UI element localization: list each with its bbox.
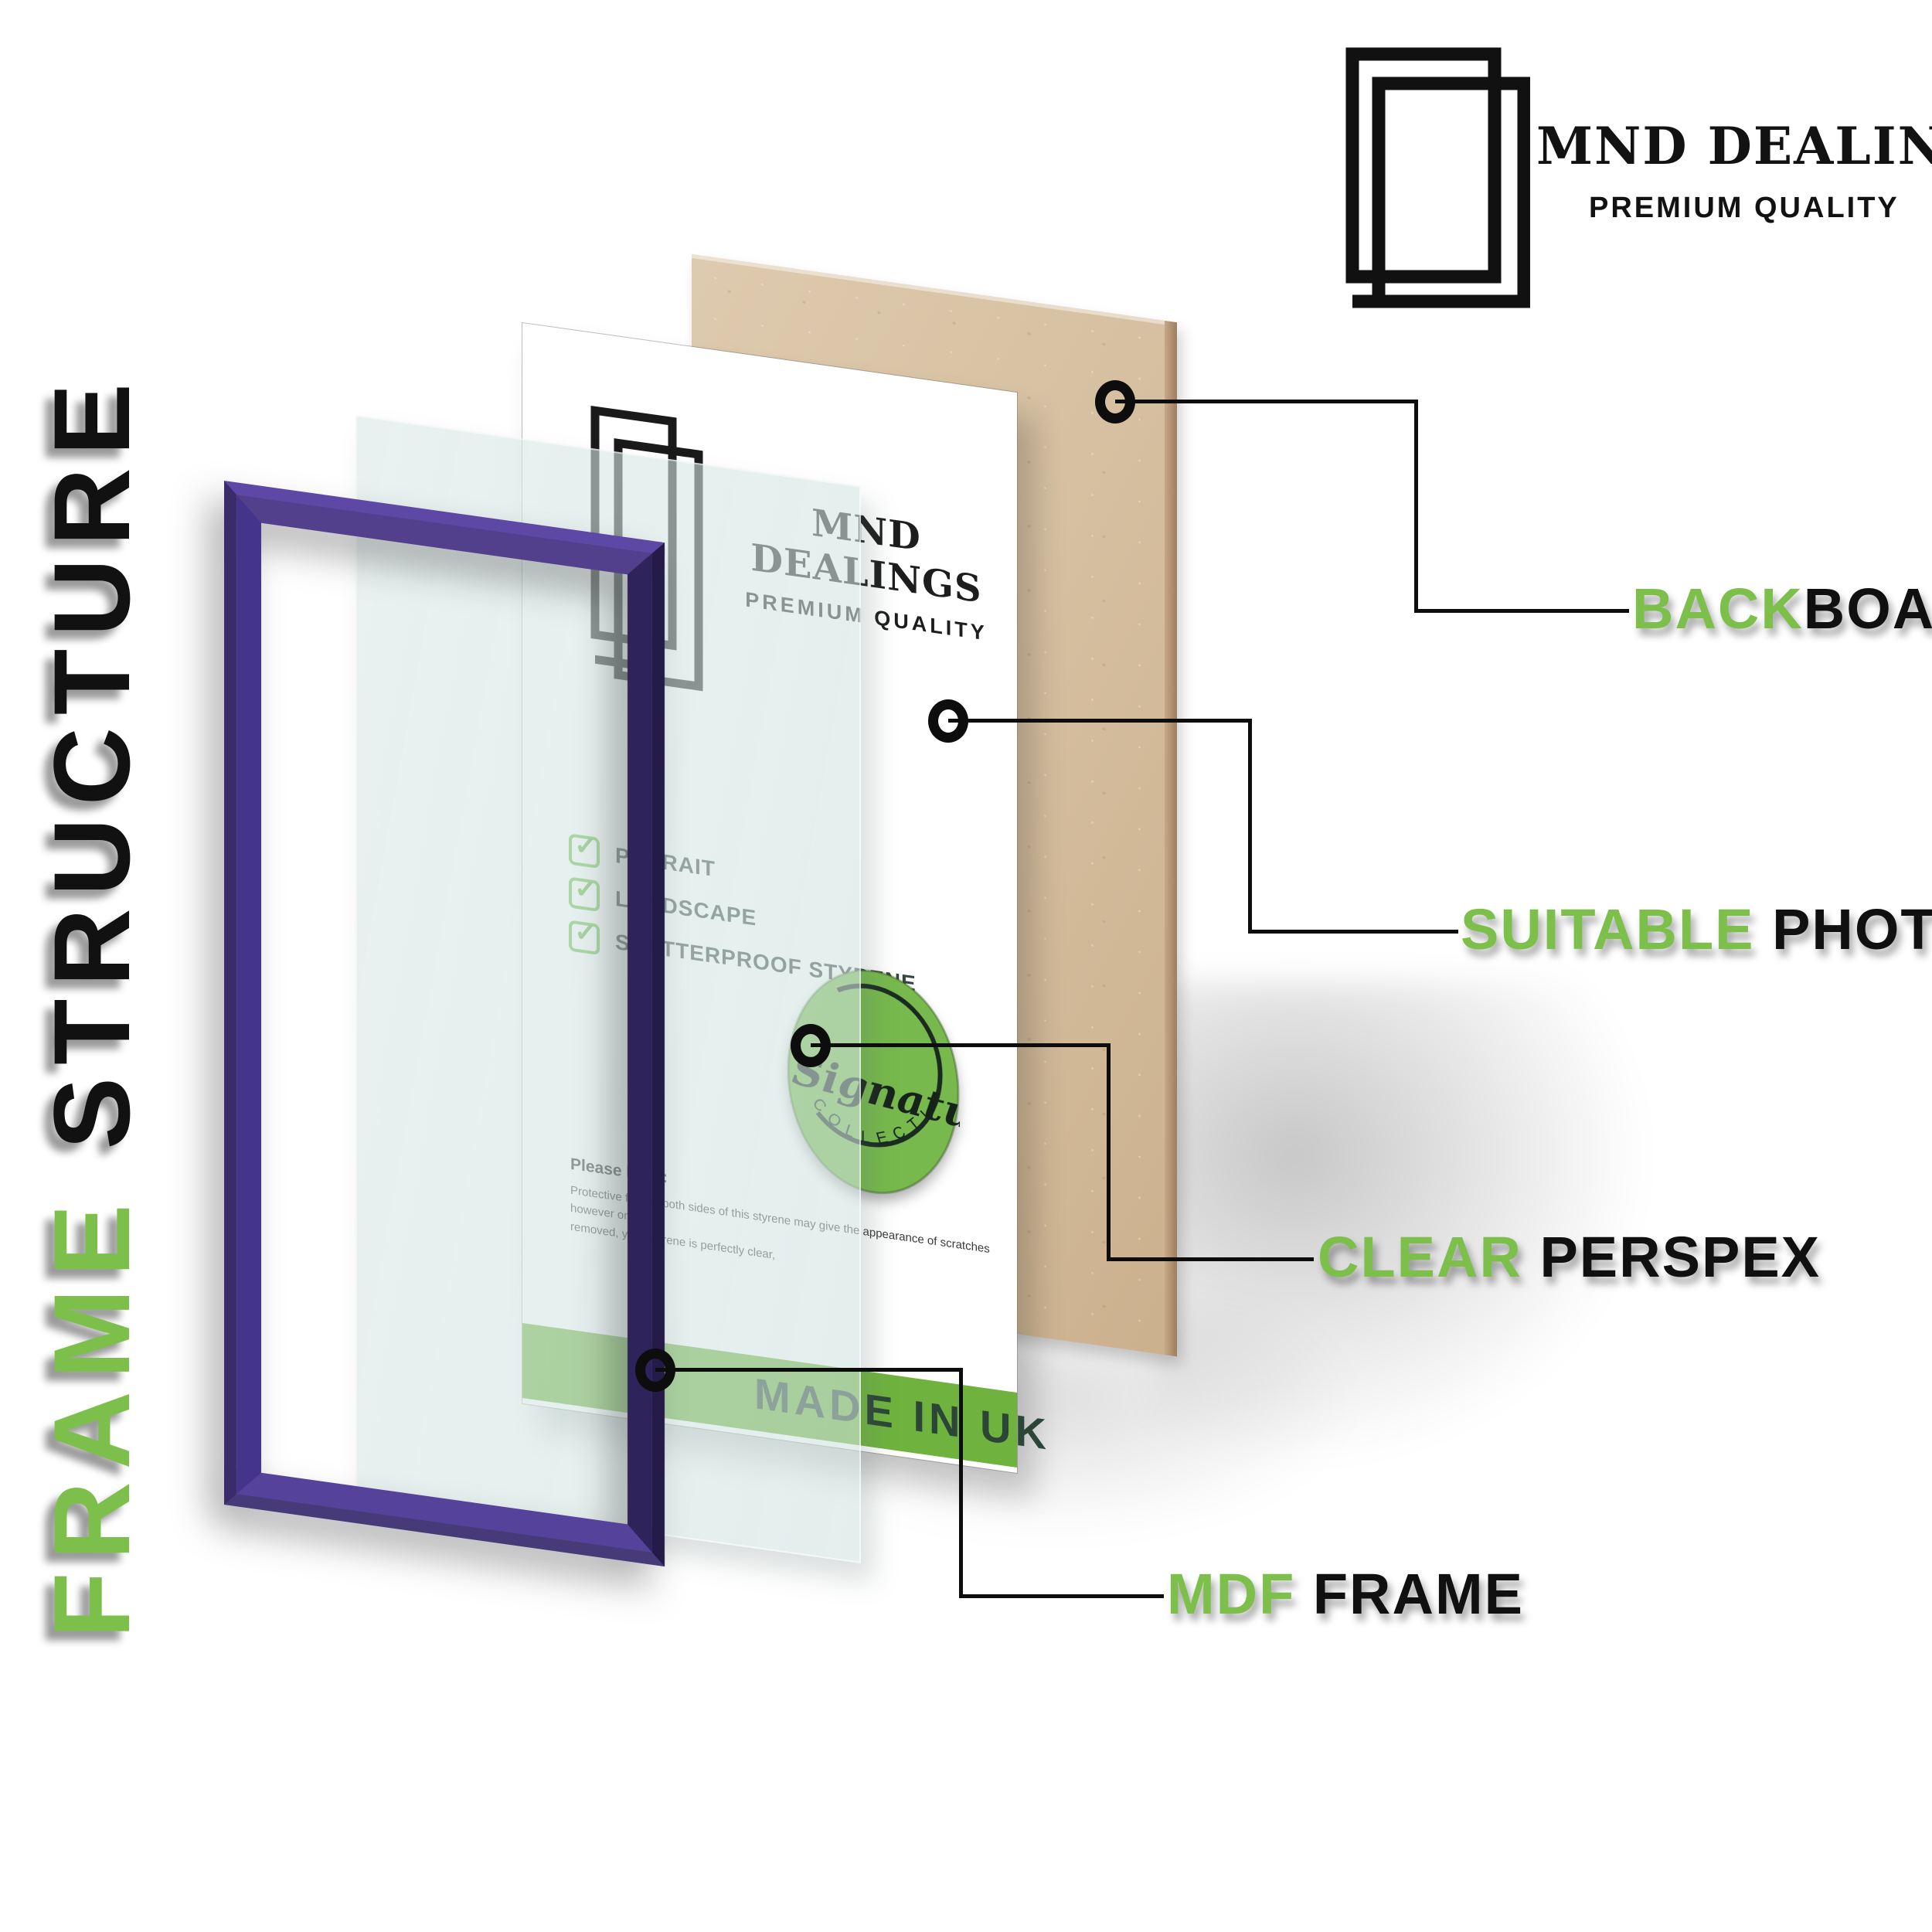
brand-frames-logo-icon — [1345, 47, 1530, 308]
frame-inner-bevel — [236, 495, 652, 1553]
label-mdf-frame: MDF FRAME — [1167, 1561, 1524, 1627]
frame-line-h1 — [655, 1368, 963, 1372]
page-title-vertical: FRAME STRUCTURE — [29, 371, 155, 1638]
label-backboard: BACKBOARD — [1632, 576, 1932, 641]
photo-line-h2 — [1248, 930, 1458, 934]
backboard-line-v — [1414, 400, 1418, 613]
perspex-line-h2 — [1107, 1257, 1314, 1261]
brand-tagline: PREMIUM QUALITY — [1589, 192, 1900, 224]
label-mdf-green: MDF — [1167, 1562, 1296, 1626]
photo-line-h1 — [948, 719, 1252, 723]
backboard-top-edge — [692, 254, 1177, 327]
frame-line-h2 — [959, 1594, 1164, 1598]
label-mdf-black: FRAME — [1295, 1562, 1524, 1626]
mdf-frame-layer — [224, 481, 665, 1567]
title-structure-word: STRUCTURE — [31, 371, 152, 1192]
label-suitable-photo: SUITABLE PHOTO — [1461, 896, 1932, 962]
perspex-line-h1 — [811, 1043, 1111, 1047]
perspex-line-v — [1107, 1043, 1111, 1261]
backboard-cast-shadow — [1151, 981, 1662, 1476]
label-backboard-black: BOARD — [1803, 577, 1932, 641]
backboard-side-edge — [1165, 321, 1177, 1357]
label-perspex-green: CLEAR — [1318, 1225, 1522, 1289]
label-suitable-black: PHOTO — [1772, 897, 1932, 961]
brand-name: MND DEALINGS — [1536, 116, 1932, 176]
backboard-line-h1 — [1115, 400, 1418, 403]
label-perspex-black: PERSPEX — [1522, 1225, 1821, 1289]
label-clear-perspex: CLEAR PERSPEX — [1318, 1224, 1821, 1290]
label-suitable-green: SUITABLE — [1461, 897, 1755, 961]
label-backboard-green: BACK — [1632, 577, 1804, 641]
backboard-line-h2 — [1414, 609, 1629, 613]
frame-line-v — [959, 1368, 963, 1598]
title-frame-word: FRAME — [31, 1192, 152, 1638]
photo-line-v — [1248, 719, 1252, 934]
